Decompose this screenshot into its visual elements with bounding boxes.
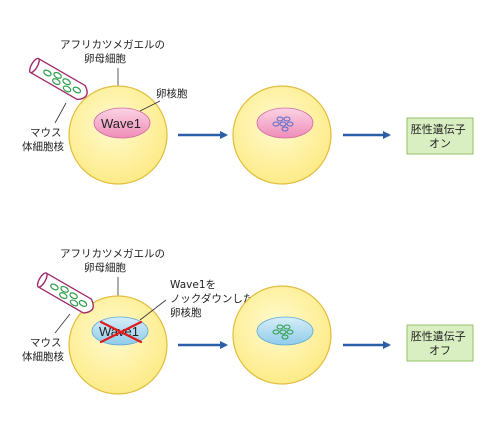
top-egg-label: アフリカツメガエルの 卵母細胞 (60, 39, 168, 65)
top-result-line2: オン (429, 137, 451, 150)
bottom-nucleus-label-line1: Wave1を (170, 279, 216, 291)
top-pipette-label: マウス 体細胞核 (22, 127, 65, 153)
bottom-pipette-label-line1: マウス (30, 337, 62, 349)
bottom-row: アフリカツメガエルの 卵母細胞 Wave1 Wave1を ノックダウンした 卵核… (22, 248, 474, 395)
knockout-cross-icon (99, 320, 143, 344)
bottom-egg-label: アフリカツメガエルの 卵母細胞 (60, 248, 168, 274)
bottom-nucleus-label: Wave1を ノックダウンした 卵核胞 (170, 279, 257, 319)
bottom-pipette-label: マウス 体細胞核 (22, 337, 65, 363)
top-result-box (406, 117, 474, 155)
bottom-injected-nuclei (272, 324, 294, 340)
top-nucleus-2 (256, 107, 314, 139)
bottom-nucleus-label-line3: 卵核胞 (170, 306, 202, 319)
top-pipette-label-line2: 体細胞核 (22, 140, 64, 153)
bottom-egg-label-line2: 卵母細胞 (84, 261, 126, 274)
top-pipette (28, 57, 88, 101)
bottom-result-box (406, 324, 474, 362)
bottom-nucleus-2 (256, 316, 314, 346)
top-nucleus (93, 107, 151, 139)
bottom-pipette (36, 272, 94, 314)
bottom-result-line1: 胚性遺伝子 (411, 329, 466, 343)
top-nucleus-leader (139, 100, 161, 112)
top-pipette-label-line1: マウス (30, 127, 62, 139)
top-injected-nuclei (272, 116, 294, 132)
bottom-pipette-leader (54, 313, 71, 334)
bottom-nucleus-label-line2: ノックダウンした (170, 292, 253, 305)
top-result-line1: 胚性遺伝子 (411, 122, 466, 136)
bottom-pipette-label-line2: 体細胞核 (22, 350, 64, 363)
top-pipette-leader (54, 102, 67, 124)
top-row: アフリカツメガエルの 卵母細胞 Wave1 卵核胞 (22, 39, 474, 185)
bottom-result-text: 胚性遺伝子 オフ (411, 329, 470, 357)
top-nucleus-label: 卵核胞 (156, 87, 188, 100)
top-wave1-text: Wave1 (101, 116, 141, 131)
top-egg-label-line2: 卵母細胞 (84, 52, 126, 65)
top-egg-label-line1: アフリカツメガエルの (60, 39, 165, 51)
top-result-text: 胚性遺伝子 オン (411, 122, 470, 150)
bottom-result-line2: オフ (429, 344, 451, 357)
bottom-nucleus-leader (139, 299, 167, 321)
bottom-egg-label-line1: アフリカツメガエルの (60, 248, 165, 260)
